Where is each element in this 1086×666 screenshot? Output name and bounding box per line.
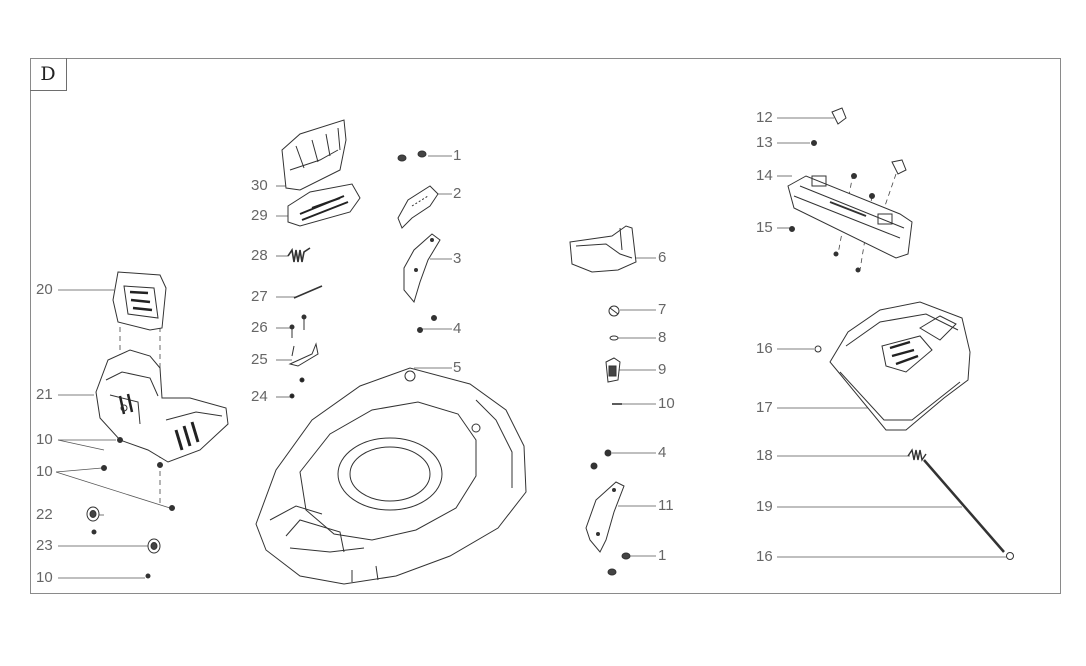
callout-21: 21	[36, 386, 53, 403]
part-8-washer	[609, 335, 619, 341]
callout-4: 4	[658, 444, 667, 461]
part-3-bracket-plate	[403, 233, 441, 304]
part-9-height-adjuster	[605, 357, 621, 383]
part-23-knob	[147, 538, 161, 554]
callout-14: 14	[756, 167, 773, 184]
callout-29: 29	[251, 207, 268, 224]
part-6-discharge-chute	[569, 225, 637, 273]
part-29-flap-cover	[287, 183, 361, 227]
callout-3: 3	[453, 250, 462, 267]
callout-17: 17	[756, 399, 773, 416]
part-5-mower-deck	[255, 367, 527, 585]
callout-30: 30	[251, 177, 268, 194]
diagram-frame	[30, 58, 1061, 594]
callout-18: 18	[756, 447, 773, 464]
callout-28: 28	[251, 247, 268, 264]
callout-12: 12	[756, 109, 773, 126]
part-25-bracket	[288, 342, 319, 367]
left-fasteners	[91, 437, 175, 579]
part-28-spring	[287, 247, 311, 263]
part-27-rod	[293, 285, 323, 299]
part-15-washers	[789, 226, 861, 273]
callout-15: 15	[756, 219, 773, 236]
part-13-screws	[811, 140, 875, 199]
callout-1: 1	[658, 547, 667, 564]
callout-10: 10	[36, 463, 53, 480]
callout-13: 13	[756, 134, 773, 151]
part-17-engine-cover	[829, 301, 971, 431]
callout-19: 19	[756, 498, 773, 515]
callout-11: 11	[658, 497, 674, 514]
callout-10: 10	[36, 431, 53, 448]
part-12-caps	[831, 107, 907, 175]
callout-4: 4	[453, 320, 462, 337]
callout-27: 27	[251, 288, 268, 305]
part-21-rear-cover	[95, 349, 229, 463]
section-label: D	[30, 58, 67, 91]
part-4-nuts-bottom	[590, 449, 612, 470]
callout-20: 20	[36, 281, 53, 298]
part-1-bolts-top	[397, 150, 427, 162]
part-4-nuts-top	[417, 315, 437, 333]
callout-2: 2	[453, 185, 462, 202]
callout-6: 6	[658, 249, 667, 266]
part-22-knob	[86, 506, 100, 522]
part-1-bolts-bottom	[607, 552, 631, 576]
part-14-rear-axle-bracket	[787, 175, 913, 259]
callout-9: 9	[658, 361, 667, 378]
part-7-cap	[608, 305, 620, 317]
part-16-clips	[814, 345, 1014, 560]
callout-8: 8	[658, 329, 667, 346]
leader-lines	[55, 117, 1008, 579]
callout-7: 7	[658, 301, 667, 318]
callout-26: 26	[251, 319, 268, 336]
part-11-hinge-plate	[585, 481, 625, 553]
callout-10: 10	[658, 395, 675, 412]
part-26-screws	[289, 314, 307, 338]
callout-24: 24	[251, 388, 268, 405]
callout-25: 25	[251, 351, 268, 368]
callout-5: 5	[453, 359, 462, 376]
part-2-hinge-plate	[397, 185, 439, 229]
callout-1: 1	[453, 147, 462, 164]
callout-10: 10	[36, 569, 53, 586]
part-20-handle-grip	[112, 271, 167, 331]
callout-16: 16	[756, 340, 773, 357]
callout-22: 22	[36, 506, 53, 523]
part-18-spring	[907, 448, 927, 462]
part-30-rear-flap	[281, 119, 347, 191]
part-19-rod	[923, 459, 1005, 553]
callout-23: 23	[36, 537, 53, 554]
part-24-nuts	[289, 377, 305, 399]
callout-16: 16	[756, 548, 773, 565]
